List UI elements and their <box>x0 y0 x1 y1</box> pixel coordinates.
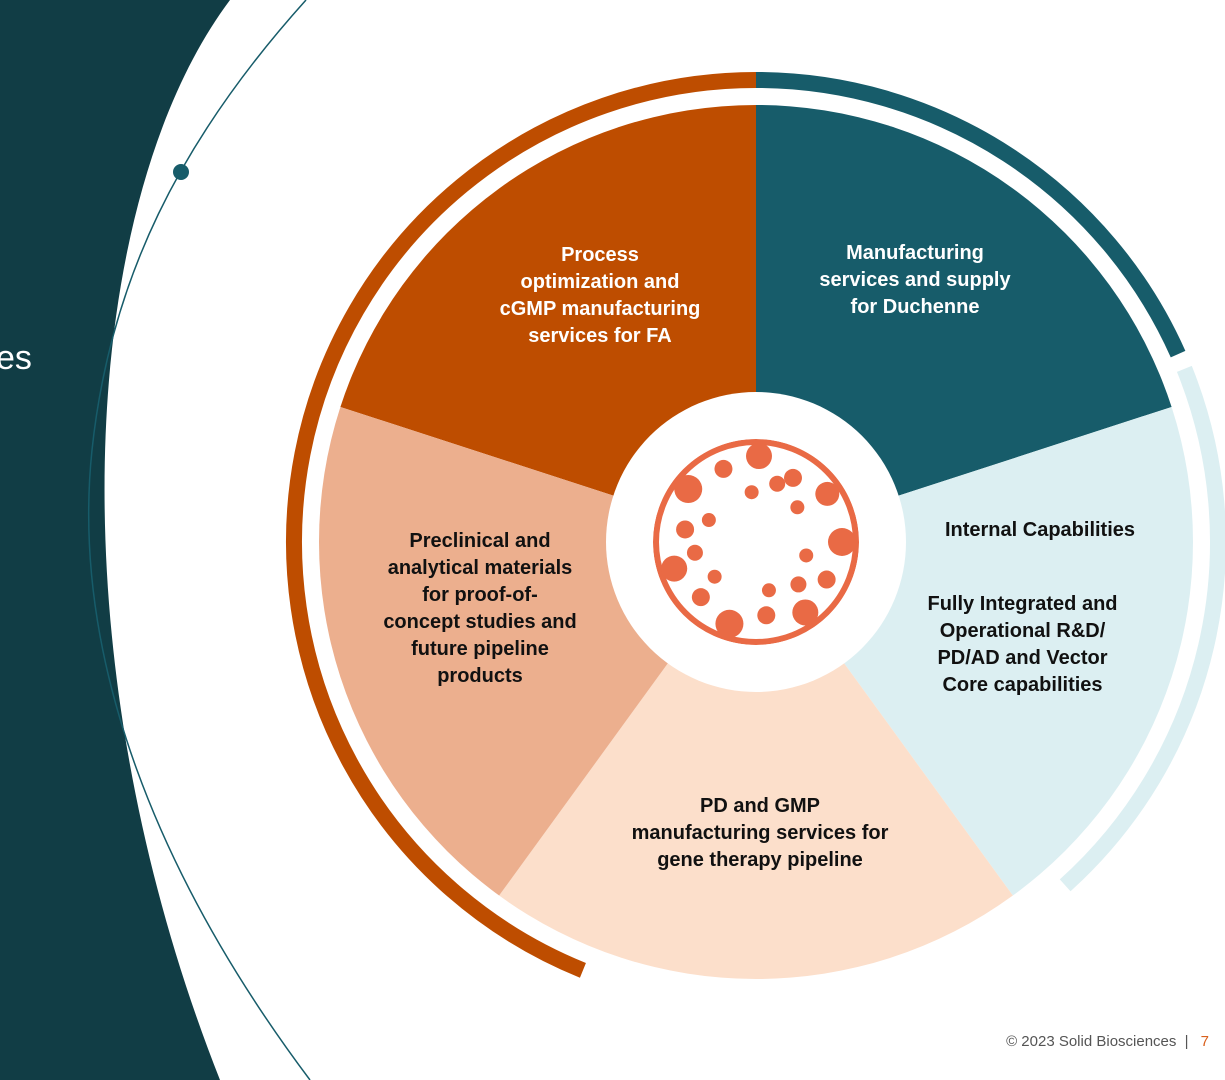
cell-particle-11 <box>784 468 802 487</box>
segment-label-manufacturing-duchenne: Manufacturing services and supply for Du… <box>819 242 1011 318</box>
ring-light <box>1059 365 1225 892</box>
ring-teal <box>755 72 1186 358</box>
cell-molecule-icon <box>653 439 859 645</box>
segment-pd-gmp <box>499 542 1013 979</box>
segment-manufacturing-duchenne <box>756 105 1172 542</box>
dark-side-panel <box>0 0 230 1080</box>
cell-particle-9 <box>714 459 733 478</box>
cell-particle-6 <box>661 555 688 582</box>
cell-particle-21 <box>769 475 786 492</box>
cell-particle-16 <box>701 513 716 528</box>
cell-particle-18 <box>790 500 805 515</box>
slide-footer: © 2023 Solid Biosciences | 7 <box>1006 1033 1209 1050</box>
cell-particle-7 <box>676 520 695 539</box>
cell-particle-15 <box>707 569 722 584</box>
cell-particle-4 <box>715 609 744 638</box>
thin-arc-line <box>87 0 311 1080</box>
cell-particle-3 <box>757 606 776 625</box>
cell-particle-17 <box>744 485 759 500</box>
center-hub <box>606 392 906 692</box>
footer-separator: | <box>1184 1033 1189 1050</box>
outer-rings <box>286 72 1225 978</box>
cell-particle-20 <box>686 544 703 561</box>
segment-label-process-optimization: Process optimization and cGMP manufactur… <box>499 244 701 347</box>
page-number: 7 <box>1200 1033 1209 1050</box>
cell-particle-1 <box>817 570 836 589</box>
cell-particle-13 <box>799 548 814 563</box>
segment-label-preclinical: Preclinical and analytical materials for… <box>383 530 577 687</box>
segment-label-pd-gmp: PD and GMP manufacturing services for ge… <box>631 795 889 871</box>
cell-particle-10 <box>746 443 773 470</box>
cell-particle-14 <box>761 583 776 598</box>
left-panel-text-fragment: es <box>0 339 32 377</box>
copyright-text: © 2023 Solid Biosciences <box>1006 1033 1177 1050</box>
cell-particle-8 <box>674 475 703 504</box>
cell-particle-5 <box>691 588 710 607</box>
cell-particle-19 <box>790 576 807 593</box>
segment-process-optimization <box>340 105 756 542</box>
cell-particle-0 <box>828 528 856 556</box>
cell-particle-12 <box>815 481 840 506</box>
segment-label-internal-capabilities: Fully Integrated and Operational R&D/ PD… <box>927 593 1118 696</box>
arc-dot <box>173 164 189 180</box>
segment-title-internal-capabilities: Internal Capabilities <box>944 519 1136 541</box>
cell-particle-2 <box>792 599 819 626</box>
ring-orange <box>286 72 757 978</box>
